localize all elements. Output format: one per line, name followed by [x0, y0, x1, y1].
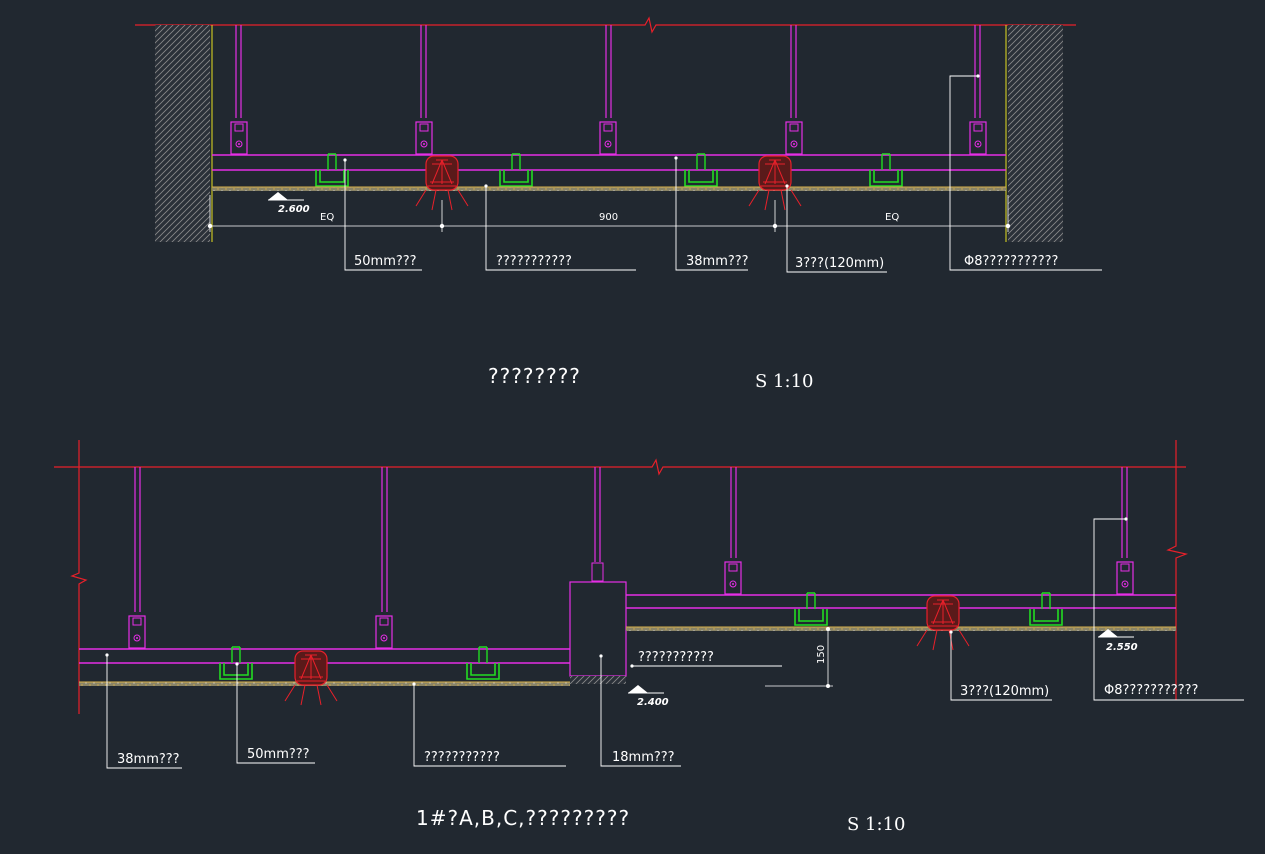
hanger-clip-icon	[375, 615, 393, 649]
dim-900: 900	[599, 212, 618, 223]
section-2-scale: S 1:10	[847, 814, 905, 835]
wall-right	[1008, 25, 1063, 242]
hanger-clip-icon	[1116, 561, 1134, 595]
channel-icon	[1029, 592, 1063, 626]
ceiling-board	[212, 187, 1006, 191]
label-board-high: ???????????	[638, 650, 714, 665]
section-2-title: 1#?A,B,C,?????????	[416, 806, 630, 830]
wall-line-right	[1166, 440, 1189, 700]
hanger-clip-icon	[230, 121, 248, 155]
dim-150: 150	[816, 645, 827, 664]
section-1-scale: S 1:10	[755, 371, 813, 392]
label-50mm-channel-2: 50mm???	[247, 747, 310, 762]
label-38mm-carrier-2: 38mm???	[117, 752, 180, 767]
leaders-section-1	[344, 75, 1102, 273]
slab-line-2	[54, 458, 1186, 476]
hanger-clip-icon	[599, 121, 617, 155]
ceiling-board-low	[79, 682, 570, 686]
label-18mm: 18mm???	[612, 750, 675, 765]
triangle-icon	[627, 684, 665, 694]
label-rod-2: Φ8???????????	[1104, 683, 1198, 698]
dim-eq-right: EQ	[885, 212, 899, 223]
label-downlight: 3???(120mm)	[795, 256, 884, 271]
level-2550: 2.550	[1106, 642, 1138, 653]
step-box	[569, 581, 627, 677]
hanger-clip-icon	[785, 121, 803, 155]
slab-line	[135, 16, 1076, 34]
level-2400: 2.400	[637, 697, 669, 708]
wall-line-left	[70, 440, 88, 714]
label-board: ???????????	[496, 254, 572, 269]
label-downlight-2: 3???(120mm)	[960, 684, 1049, 699]
section-2-drawing: 2.400 2.550 150 38mm??? 50mm???	[54, 440, 1244, 769]
dimension-line	[207, 195, 1011, 232]
section-1-title: ????????	[488, 364, 581, 388]
downlight-icon	[284, 650, 338, 706]
level-2600: 2.600	[278, 204, 310, 215]
channel-icon	[794, 592, 828, 626]
wall-left	[155, 25, 210, 242]
label-rod: Φ8???????????	[964, 254, 1058, 269]
ceiling-board-high	[626, 627, 1176, 631]
label-50mm-channel: 50mm???	[354, 254, 417, 269]
hanger-rods	[235, 25, 981, 118]
triangle-icon	[267, 191, 305, 201]
label-board-2: ???????????	[424, 750, 500, 765]
label-38mm-carrier: 38mm???	[686, 254, 749, 269]
hanger-clip-icon	[969, 121, 987, 155]
hanger-clip-icon	[724, 561, 742, 595]
hanger-clip-icon	[415, 121, 433, 155]
hanger-clip-icon	[128, 615, 146, 649]
dim-eq-left: EQ	[320, 212, 334, 223]
section-1-drawing: 2.600 EQ 900 EQ 50mm??? ???????????	[135, 16, 1102, 273]
downlight-icon	[916, 595, 970, 651]
